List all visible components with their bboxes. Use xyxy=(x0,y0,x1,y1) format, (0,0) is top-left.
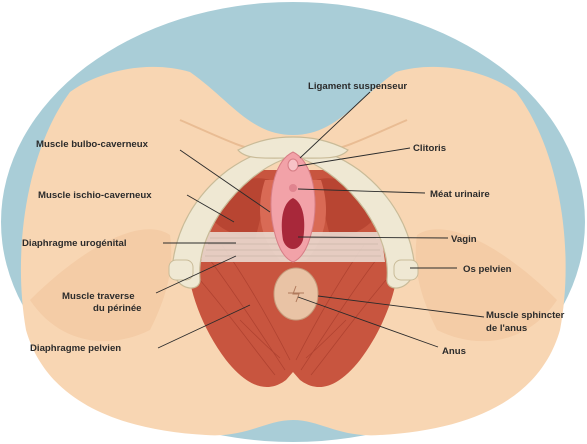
label-diaphragme-pelvien: Diaphragme pelvien xyxy=(30,343,121,354)
urethral-meatus-shape xyxy=(289,184,297,192)
label-ligament-suspenseur: Ligament suspenseur xyxy=(308,81,407,92)
label-muscle-traverse-1: Muscle traverse xyxy=(62,291,135,302)
clitoris-shape xyxy=(288,159,298,171)
label-muscle-ischio-caverneux: Muscle ischio-caverneux xyxy=(38,190,152,201)
label-muscle-traverse-2: du périnée xyxy=(93,303,142,314)
label-os-pelvien: Os pelvien xyxy=(463,264,512,275)
label-vagin: Vagin xyxy=(451,234,477,245)
anal-sphincter xyxy=(274,268,318,320)
label-meat-urinaire: Méat urinaire xyxy=(430,189,490,200)
label-clitoris: Clitoris xyxy=(413,143,446,154)
label-muscle-bulbo-caverneux: Muscle bulbo-caverneux xyxy=(36,139,149,150)
label-diaphragme-urogenital: Diaphragme urogénital xyxy=(22,238,126,249)
label-muscle-sphincter-2: de l'anus xyxy=(486,323,527,334)
label-muscle-sphincter-1: Muscle sphincter xyxy=(486,310,565,321)
label-anus: Anus xyxy=(442,346,466,357)
